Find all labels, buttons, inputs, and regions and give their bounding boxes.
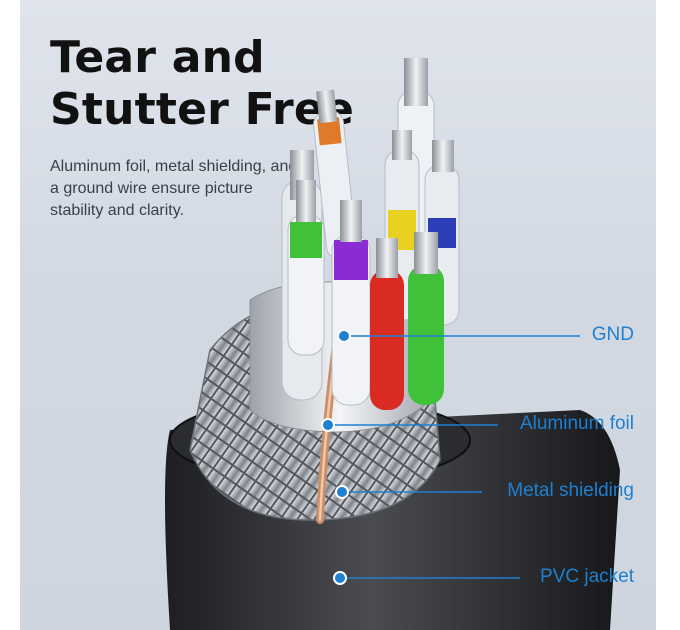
description: Aluminum foil, metal shielding, and a gr…: [50, 156, 340, 222]
wire-purple: [331, 200, 371, 406]
description-line-1: Aluminum foil, metal shielding, and: [50, 158, 298, 175]
callout-aluminum-foil: Aluminum foil: [519, 413, 634, 434]
headline-line-2: Stutter Free: [50, 84, 354, 135]
callout-leaders: [321, 329, 580, 585]
callout-pvc-jacket: PVC jacket: [540, 566, 634, 587]
headline: Tear and Stutter Free: [50, 32, 354, 136]
cable-cross-section-illustration: [165, 58, 620, 630]
product-diagram: Tear and Stutter Free Aluminum foil, met…: [20, 0, 656, 630]
description-line-2: a ground wire ensure picture: [50, 180, 253, 197]
callout-gnd: GND: [591, 324, 634, 345]
wire-red: [370, 238, 404, 410]
wire-green-left: [287, 180, 325, 356]
headline-line-1: Tear and: [50, 32, 265, 83]
description-line-3: stability and clarity.: [50, 202, 184, 219]
callout-metal-shielding: Metal shielding: [507, 480, 634, 501]
wire-green-right: [408, 232, 444, 405]
